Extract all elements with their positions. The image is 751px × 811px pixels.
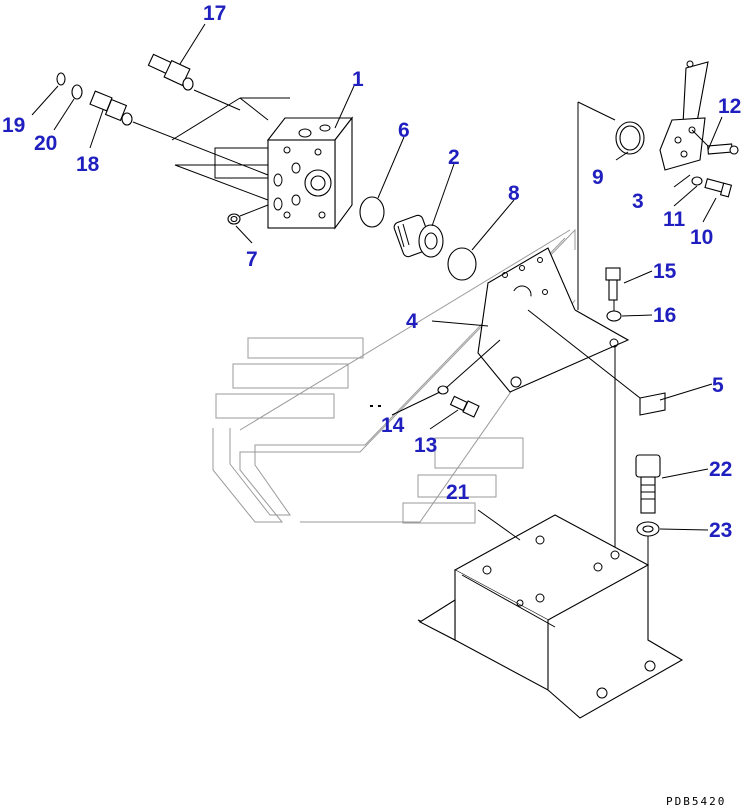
fitting-18	[89, 90, 269, 176]
o-ring-20	[71, 84, 83, 100]
callout-4: 4	[406, 310, 418, 333]
callout-17: 17	[203, 2, 226, 25]
label-plate-5	[639, 392, 666, 416]
callout-10: 10	[690, 226, 713, 249]
callout-5: 5	[712, 374, 724, 397]
callout-1: 1	[352, 68, 364, 91]
callout-22: 22	[709, 458, 732, 481]
washer-14	[437, 385, 449, 395]
callout-21: 21	[446, 481, 470, 504]
pin-12	[691, 129, 739, 155]
callout-23: 23	[709, 519, 732, 542]
washer-11	[691, 176, 703, 186]
callout-7: 7	[246, 248, 258, 271]
callout-3: 3	[632, 190, 644, 213]
stray-marks	[370, 405, 381, 407]
o-ring-19	[56, 72, 66, 86]
bolt-10	[704, 178, 733, 198]
o-ring-6	[359, 196, 385, 228]
drawing-code: PDB5420	[666, 795, 726, 808]
callout-20: 20	[34, 132, 57, 155]
bolt-15	[605, 267, 621, 301]
callout-19: 19	[2, 114, 25, 137]
o-ring-8	[447, 247, 477, 281]
mounting-plate-4	[477, 101, 641, 555]
leader-lines	[31, 23, 723, 541]
bolt-22	[635, 454, 661, 514]
callout-15: 15	[653, 260, 677, 283]
callout-12: 12	[718, 95, 741, 118]
washer-23	[636, 521, 660, 537]
plug-7	[227, 204, 269, 225]
callout-8: 8	[508, 182, 520, 205]
bolt-13	[449, 395, 480, 418]
lever-3	[659, 60, 709, 171]
callout-13: 13	[414, 434, 437, 457]
valve-block	[171, 97, 354, 230]
seal-ring-9	[615, 121, 645, 155]
callout-6: 6	[398, 119, 410, 142]
relief-valve-2	[393, 214, 444, 258]
callout-16: 16	[653, 304, 676, 327]
callout-2: 2	[448, 146, 460, 169]
support-bracket-21	[417, 514, 684, 719]
callout-18: 18	[76, 153, 100, 176]
callout-11: 11	[663, 208, 686, 231]
callout-14: 14	[381, 414, 405, 437]
washer-16	[606, 310, 622, 322]
callout-9: 9	[592, 166, 604, 189]
fitting-17	[147, 53, 241, 111]
